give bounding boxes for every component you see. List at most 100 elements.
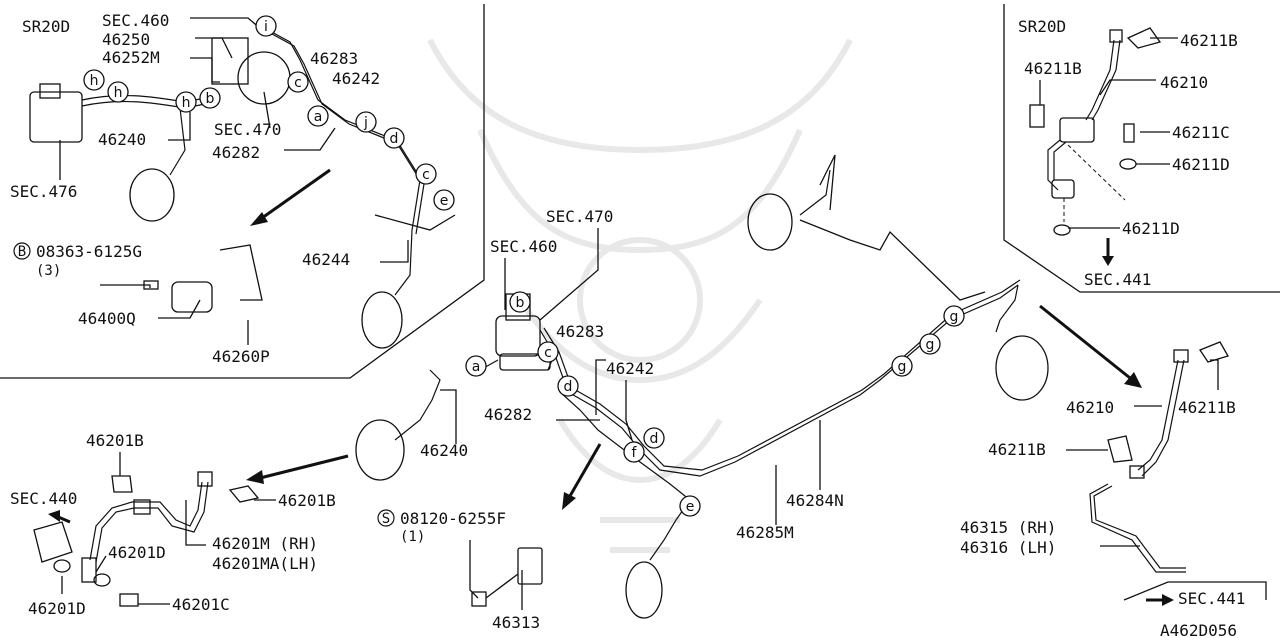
svg-text:b: b	[516, 295, 525, 311]
label-46282: 46282	[212, 143, 260, 162]
callout-c-top: c	[287, 71, 309, 93]
label-46201D-b: 46201D	[28, 599, 86, 618]
svg-text:g: g	[950, 309, 959, 325]
callout-a-main: a	[465, 355, 487, 377]
label-46283: 46283	[310, 49, 358, 68]
callout-e-main: e	[679, 495, 701, 517]
label-right-46210: 46210	[1066, 398, 1114, 417]
label-46210: 46210	[1160, 73, 1208, 92]
callout-d-main-2: d	[643, 427, 665, 449]
inset-model-label: SR20D	[22, 17, 70, 36]
washer-46211D-shape	[1119, 158, 1137, 170]
svg-text:d: d	[650, 431, 659, 447]
svg-text:c: c	[422, 167, 430, 183]
inset-top-right: SR20D 46211B 46211B 46210 46211C 46211D …	[1018, 17, 1238, 289]
svg-text:g: g	[926, 337, 935, 353]
bolt-prefix: B	[18, 244, 26, 260]
callout-i: i	[255, 15, 277, 37]
label-main-46283: 46283	[556, 322, 604, 341]
svg-text:h: h	[182, 95, 191, 111]
svg-text:i: i	[264, 19, 268, 35]
callout-a-top: a	[307, 105, 329, 127]
label-46244: 46244	[302, 250, 350, 269]
label-46284N: 46284N	[786, 491, 844, 510]
svg-text:h: h	[90, 73, 99, 89]
label-46201D-a: 46201D	[108, 543, 166, 562]
svg-text:c: c	[544, 345, 552, 361]
brake-disc-right	[361, 291, 403, 349]
label-main-46242: 46242	[606, 359, 654, 378]
svg-text:c: c	[294, 75, 302, 91]
svg-text:a: a	[314, 109, 323, 125]
callout-d-main: d	[557, 375, 579, 397]
svg-text:e: e	[686, 499, 695, 515]
label-46211B-b: 46211B	[1024, 59, 1082, 78]
callout-d-top: d	[383, 127, 405, 149]
diagram-code: A462D056	[1160, 621, 1237, 638]
valve-46400Q-shape	[171, 281, 213, 313]
label-46201M: 46201M (RH)	[212, 534, 318, 553]
bottom-left-assembly: 46201B 46201B SEC.440 46201D 46201D 4620…	[10, 431, 349, 618]
callout-h-1: h	[83, 69, 105, 91]
reservoir-shape	[211, 37, 249, 85]
label-46315: 46315 (RH)	[960, 518, 1056, 537]
bolt-46201C-shape	[119, 593, 139, 607]
label-46242: 46242	[332, 69, 380, 88]
callout-c-main: c	[537, 341, 559, 363]
callout-b-top: b	[199, 87, 221, 109]
label-08363-6125G: 08363-6125G	[36, 242, 142, 261]
label-46211D-a: 46211D	[1172, 155, 1230, 174]
main-brake-disc-rear	[625, 561, 663, 619]
callout-g-2: g	[919, 333, 941, 355]
svg-text:f: f	[632, 445, 638, 461]
svg-text:g: g	[898, 359, 907, 375]
label-46201B-b: 46201B	[278, 491, 336, 510]
label-main-46240: 46240	[420, 441, 468, 460]
screw-prefix: S	[382, 511, 390, 527]
label-46211C: 46211C	[1172, 123, 1230, 142]
brake-disc-left	[129, 168, 175, 222]
main-brake-disc-left	[355, 419, 405, 481]
label-46260P: 46260P	[212, 347, 270, 366]
label-46201B-a: 46201B	[86, 431, 144, 450]
main-brake-disc-rear-right	[995, 335, 1049, 401]
svg-text:j: j	[363, 115, 368, 131]
main-assembly: SEC.470 SEC.460 46283 46242 46282 46240 …	[355, 154, 1049, 632]
label-46400Q: 46400Q	[78, 309, 136, 328]
callout-c-top-2: c	[415, 163, 437, 185]
svg-text:h: h	[114, 85, 123, 101]
label-sec460: SEC.460	[102, 11, 169, 30]
inset-top-left: SR20D SEC.460 46250 46252M 46283 46242 S…	[10, 11, 456, 366]
clip-46211B-shape	[1126, 27, 1162, 49]
label-sec441-top: SEC.441	[1084, 270, 1151, 289]
svg-text:e: e	[440, 193, 449, 209]
callout-g-1: g	[891, 355, 913, 377]
svg-text:d: d	[390, 131, 399, 147]
label-46250: 46250	[102, 30, 150, 49]
label-46316: 46316 (LH)	[960, 538, 1056, 557]
label-sec470: SEC.470	[214, 120, 281, 139]
callout-h-2: h	[107, 81, 129, 103]
caliper-plate-shape	[33, 521, 73, 563]
label-right-sec441: SEC.441	[1178, 589, 1245, 608]
callout-g-3: g	[943, 305, 965, 327]
master-cylinder-shape	[237, 51, 291, 105]
label-main-46282: 46282	[484, 405, 532, 424]
main-brake-disc-front-right	[747, 193, 793, 251]
screw-shape	[471, 591, 487, 607]
label-46211B-a: 46211B	[1180, 31, 1238, 50]
bolt-46211C-shape	[1123, 123, 1135, 143]
callout-h-3: h	[175, 91, 197, 113]
inset-right-model-label: SR20D	[1018, 17, 1066, 36]
bracket-46313-shape	[517, 547, 543, 585]
main-master-cylinder-shape	[495, 315, 541, 357]
label-sec440: SEC.440	[10, 489, 77, 508]
bolt-shape	[143, 280, 159, 290]
bracket-block-shape	[1059, 117, 1095, 143]
inset-frames	[0, 4, 1280, 379]
callout-j-top: j	[355, 111, 377, 133]
svg-text:d: d	[564, 379, 573, 395]
label-sec476: SEC.476	[10, 182, 77, 201]
label-bolt-qty: (3)	[36, 263, 61, 279]
